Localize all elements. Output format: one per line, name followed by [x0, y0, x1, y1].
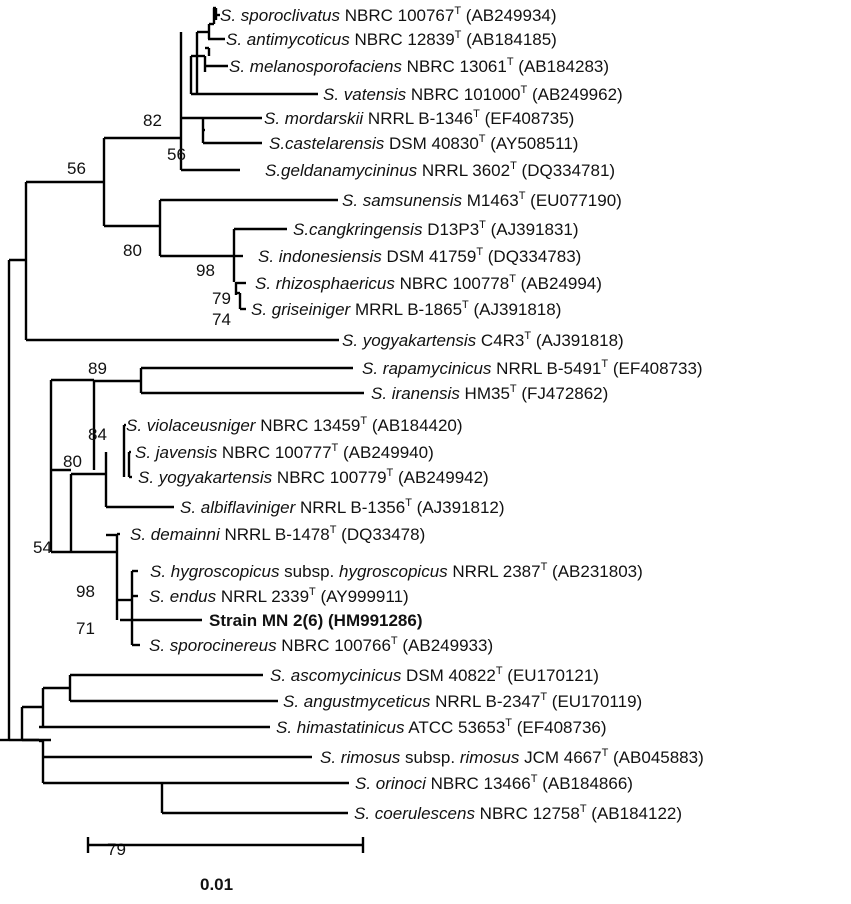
taxon-label: S. mordarskii NRRL B-1346T (EF408735) [264, 108, 574, 128]
taxon-label: S. rimosus subsp. rimosus JCM 4667T (AB0… [320, 747, 704, 767]
bootstrap-values: 82 56 56 80 98 79 74 89 84 80 54 98 71 79 [33, 111, 231, 859]
scale-bar-label: 0.01 [200, 875, 233, 894]
taxon-label: S. rapamycinicus NRRL B-5491T (EF408733) [362, 358, 703, 378]
taxon-label: S.geldanamycininus NRRL 3602T (DQ334781) [265, 160, 615, 180]
bootstrap-value: 56 [67, 159, 86, 178]
bootstrap-value: 98 [76, 582, 95, 601]
taxon-label: S. hygroscopicus subsp. hygroscopicus NR… [150, 561, 643, 581]
strain-label: Strain MN 2(6) (HM991286) [209, 611, 423, 630]
taxon-label: S. antimycoticus NBRC 12839T (AB184185) [226, 29, 557, 49]
taxon-label: S. angustmyceticus NRRL B-2347T (EU17011… [283, 691, 642, 711]
taxon-label: S. griseiniger MRRL B-1865T (AJ391818) [251, 299, 561, 319]
bootstrap-value: 56 [167, 145, 186, 164]
taxon-label: S. vatensis NBRC 101000T (AB249962) [323, 84, 623, 104]
taxon-label: S. sporoclivatus NBRC 100767T (AB249934) [220, 5, 557, 25]
taxon-label: S. samsunensis M1463T (EU077190) [342, 190, 622, 210]
taxon-label: S. violaceusniger NBRC 13459T (AB184420) [126, 415, 463, 435]
bootstrap-value: 89 [88, 359, 107, 378]
taxon-label: S. ascomycinicus DSM 40822T (EU170121) [270, 665, 599, 685]
taxon-label: S. orinoci NBRC 13466T (AB184866) [355, 773, 633, 793]
bootstrap-value: 74 [212, 310, 231, 329]
taxon-label: S. sporocinereus NBRC 100766T (AB249933) [149, 635, 493, 655]
bootstrap-value: 82 [143, 111, 162, 130]
taxon-label: S. himastatinicus ATCC 53653T (EF408736) [276, 717, 607, 737]
taxon-label: S.castelarensis DSM 40830T (AY508511) [269, 133, 578, 153]
taxon-label: S. coerulescens NBRC 12758T (AB184122) [354, 803, 682, 823]
taxon-label: S. endus NRRL 2339T (AY999911) [149, 586, 409, 606]
tree-branches [0, 6, 364, 815]
taxon-label: S.cangkringensis D13P3T (AJ391831) [293, 219, 579, 239]
taxon-label: S. albiflaviniger NRRL B-1356T (AJ391812… [180, 497, 505, 517]
taxon-label: S. iranensis HM35T (FJ472862) [371, 383, 608, 403]
taxon-labels: S. sporoclivatus NBRC 100767T (AB249934)… [126, 5, 704, 823]
scale-bar: 0.01 [86, 837, 365, 894]
bootstrap-value: 54 [33, 538, 52, 557]
bootstrap-value: 98 [196, 261, 215, 280]
bootstrap-value: 80 [123, 241, 142, 260]
taxon-label: S. melanosporofaciens NBRC 13061T (AB184… [229, 56, 609, 76]
bootstrap-value: 84 [88, 425, 107, 444]
taxon-label: S. yogyakartensis NBRC 100779T (AB249942… [138, 467, 489, 487]
taxon-label: S. yogyakartensis C4R3T (AJ391818) [342, 330, 624, 350]
taxon-label: S. javensis NBRC 100777T (AB249940) [135, 442, 434, 462]
bootstrap-value: 79 [212, 289, 231, 308]
bootstrap-value: 80 [63, 452, 82, 471]
bootstrap-value: 79 [107, 840, 126, 859]
bootstrap-value: 71 [76, 619, 95, 638]
taxon-label: S. demainni NRRL B-1478T (DQ33478) [130, 524, 425, 544]
taxon-label: S. indonesiensis DSM 41759T (DQ334783) [258, 246, 581, 266]
taxon-label: S. rhizosphaericus NBRC 100778T (AB24994… [255, 273, 602, 293]
